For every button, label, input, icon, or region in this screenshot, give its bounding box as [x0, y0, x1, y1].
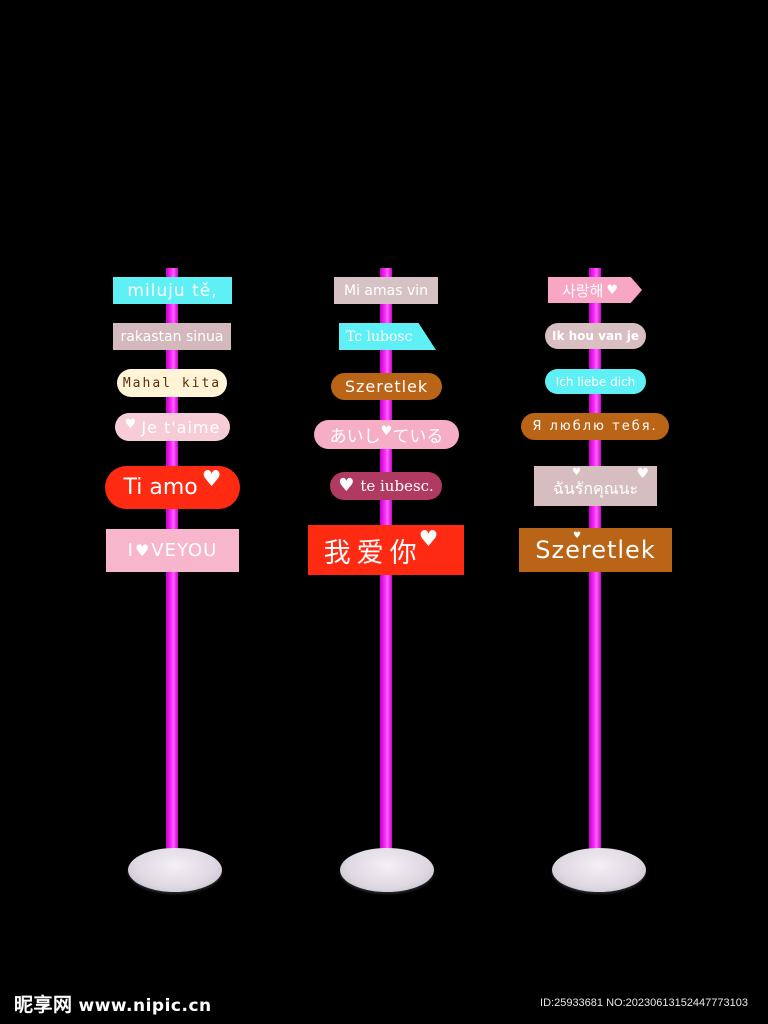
- sign-middle-3: Szeretlek: [331, 373, 442, 400]
- sign-right-5-text: ฉันรักคุณนะ: [552, 478, 639, 498]
- watermark-logo-text: 昵享网: [14, 994, 73, 1016]
- heart-icon: ♥: [573, 531, 583, 541]
- sign-middle-4-text-part1: あいし: [329, 427, 381, 447]
- sign-right-6-text: Szeretlek: [535, 536, 656, 564]
- sign-left-4: ♥ Je t'aime: [115, 413, 230, 441]
- heart-icon: ♥: [134, 540, 151, 560]
- sign-right-4-text: Я люблю тебя.: [532, 419, 658, 434]
- signpost-base-right: [552, 848, 646, 892]
- sign-left-2-text: rakastan sinua: [120, 328, 224, 345]
- sign-middle-3-text: Szeretlek: [344, 377, 429, 396]
- sign-middle-5: ♥ te iubesc.: [330, 472, 442, 500]
- sign-middle-4-text-part2: ている: [392, 427, 444, 447]
- sign-left-5-text: Ti amo: [123, 475, 198, 500]
- sign-left-1-text: miluju tě,: [127, 280, 218, 301]
- sign-left-3: Mahal kita: [117, 369, 227, 397]
- sign-right-6: ♥ Szeretlek: [519, 528, 672, 572]
- sign-right-2: Ik hou van je: [545, 323, 646, 349]
- sign-middle-1: Mi amas vin: [334, 277, 438, 304]
- watermark-url: www.nipic.cn: [78, 996, 212, 1016]
- sign-left-3-text: Mahal kita: [122, 375, 222, 391]
- sign-left-6-text-part1: I: [127, 540, 134, 561]
- sign-middle-5-text: te iubesc.: [360, 477, 434, 495]
- sign-middle-1-text: Mi amas vin: [343, 282, 428, 299]
- heart-icon: ♥: [572, 467, 581, 478]
- sign-left-6: I ♥ VEYOU: [106, 529, 239, 572]
- sign-left-6-text-part2: VEYOU: [151, 540, 218, 561]
- heart-icon: ♥: [380, 424, 393, 439]
- watermark-id-line: ID:25933681 NO:20230613152447773103: [540, 997, 748, 1009]
- signpost-base-left: [128, 848, 222, 892]
- heart-icon: ♥: [124, 416, 138, 432]
- sign-middle-2-text: Tc lubosc: [346, 328, 413, 345]
- sign-right-1-text: 사랑해: [561, 281, 604, 300]
- sign-middle-6: 我爱你 ♥: [308, 525, 464, 575]
- heart-icon: ♥: [606, 282, 619, 298]
- heart-icon: ♥: [418, 527, 445, 552]
- sign-middle-6-text: 我爱你: [323, 537, 423, 569]
- heart-icon: ♥: [338, 475, 355, 496]
- sign-middle-2: Tc lubosc: [339, 323, 436, 350]
- sign-left-5: Ti amo ♥: [105, 466, 240, 509]
- sign-right-2-text: Ik hou van je: [551, 329, 640, 343]
- sign-middle-4: あいし ♥ ている: [314, 420, 459, 449]
- heart-icon: ♥: [201, 466, 222, 492]
- sign-left-1: miluju tě,: [113, 277, 232, 304]
- sign-left-4-text: Je t'aime: [141, 417, 221, 437]
- sign-left-2: rakastan sinua: [113, 323, 231, 350]
- sign-right-5: ♥ ฉันรักคุณนะ ♥: [534, 466, 657, 506]
- sign-right-1: 사랑해 ♥: [548, 277, 642, 303]
- signpost-base-middle: [340, 848, 434, 892]
- heart-icon: ♥: [636, 466, 649, 482]
- sign-right-3: Ich liebe dich: [545, 369, 646, 394]
- sign-right-3-text: Ich liebe dich: [555, 374, 636, 389]
- sign-right-4: Я люблю тебя.: [521, 413, 669, 440]
